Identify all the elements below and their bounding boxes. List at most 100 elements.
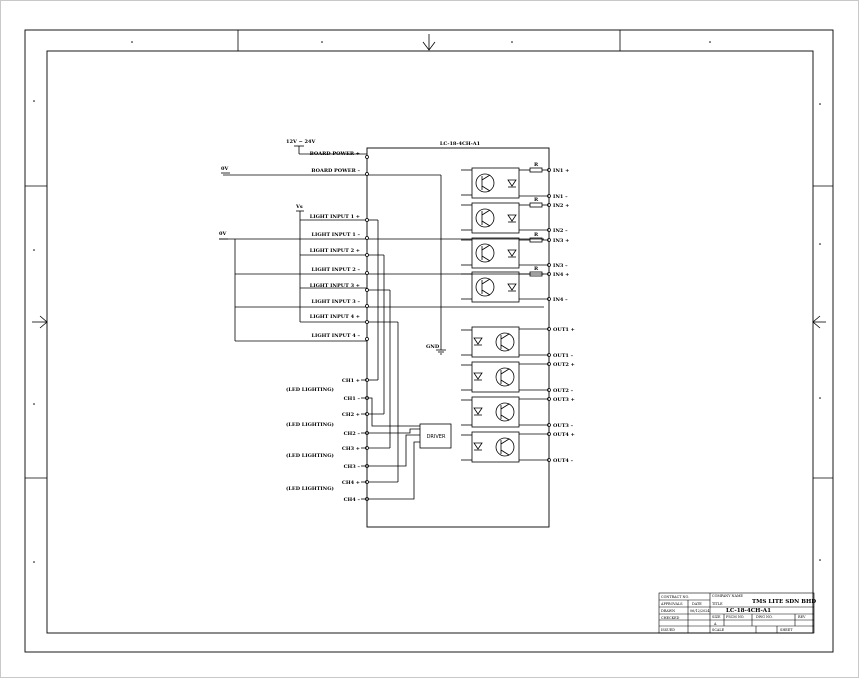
pin-in1-neg: IN1 – xyxy=(553,194,568,200)
resistor-label-2: R xyxy=(534,197,539,203)
pin-light-input-1-neg: LIGHT INPUT 1 – xyxy=(311,232,360,238)
output-led-4 xyxy=(473,442,483,451)
input-led-3 xyxy=(507,249,517,258)
resistor-label-3: R xyxy=(534,232,539,238)
output-transistor-2 xyxy=(495,367,515,387)
pin-ch2-pos: CH2 + xyxy=(342,412,360,418)
tb-contract-no: CONTRACT NO. xyxy=(661,595,689,599)
pin-light-input-4-neg: LIGHT INPUT 4 – xyxy=(311,333,360,339)
pin-board-power-neg: BOARD POWER – xyxy=(311,168,360,174)
ground-label-board: 0V xyxy=(221,166,228,172)
output-transistor-4 xyxy=(495,437,515,457)
led-lighting-label-3: (LED LIGHTING) xyxy=(286,452,334,459)
pin-markers xyxy=(365,155,551,501)
tb-company-name: COMPANY NAME xyxy=(712,594,743,598)
tb-drawing-title: LC-18-4CH-A1 xyxy=(726,608,771,614)
pin-light-input-2-neg: LIGHT INPUT 2 – xyxy=(311,267,360,273)
resistor-label-4: R xyxy=(534,266,539,272)
centering-arrow-top xyxy=(422,34,436,51)
tb-fscm-no: FSCM NO. xyxy=(726,615,744,619)
pin-ch1-neg: CH1 – xyxy=(344,396,361,402)
tb-scale: SCALE xyxy=(712,628,725,632)
led-lighting-label-4: (LED LIGHTING) xyxy=(286,485,334,492)
pin-board-power-pos: BOARD POWER + xyxy=(310,151,360,157)
input-led-4 xyxy=(507,283,517,292)
supply-voltage-label: 12V ~ 24V xyxy=(286,139,315,145)
pin-in2-pos: IN2 + xyxy=(553,203,569,209)
pin-out4-pos: OUT4 + xyxy=(553,432,575,438)
output-led-2 xyxy=(473,372,483,381)
pin-light-input-4-pos: LIGHT INPUT 4 + xyxy=(310,314,360,320)
ground-label-inputs: 0V xyxy=(219,231,226,237)
pin-out1-neg: OUT1 – xyxy=(553,353,574,359)
pin-light-input-1-pos: LIGHT INPUT 1 + xyxy=(310,214,360,220)
module-title: LC-18-4CH-A1 xyxy=(440,141,480,147)
input-supply-label: Vs xyxy=(295,204,303,210)
pin-ch2-neg: CH2 – xyxy=(344,431,361,437)
pin-light-input-2-pos: LIGHT INPUT 2 + xyxy=(310,248,360,254)
pin-in4-neg: IN4 – xyxy=(553,297,568,303)
pin-out3-pos: OUT3 + xyxy=(553,397,575,403)
tb-size-value: A xyxy=(713,622,717,626)
centering-arrow-left xyxy=(32,315,48,329)
pin-out1-pos: OUT1 + xyxy=(553,327,575,333)
tb-company: TMS LITE SDN BHD xyxy=(752,599,816,605)
light-input-wiring xyxy=(235,219,544,483)
left-pin-labels: BOARD POWER + BOARD POWER – LIGHT INPUT … xyxy=(310,151,361,339)
tb-dwg-no: DWG NO. xyxy=(756,615,773,619)
resistor-labels: R R R R xyxy=(534,162,539,272)
output-pin-labels: OUT1 + OUT1 – OUT2 + OUT2 – OUT3 + OUT3 … xyxy=(553,327,575,464)
led-channel-leads xyxy=(361,379,367,500)
centering-arrow-right xyxy=(812,315,826,329)
input-pin-labels: IN1 + IN1 – IN2 + IN2 – IN3 + IN3 – IN4 … xyxy=(553,168,569,303)
output-optocouplers xyxy=(461,326,549,463)
pin-out3-neg: OUT3 – xyxy=(553,423,574,429)
output-led-3 xyxy=(473,407,483,416)
tb-issued: ISSUED xyxy=(661,628,675,632)
driver-label: DRIVER xyxy=(427,434,446,440)
pin-ch1-pos: CH1 + xyxy=(342,378,360,384)
led-lighting-label-2: (LED LIGHTING) xyxy=(286,421,334,428)
phototransistor-1 xyxy=(475,173,495,193)
pin-ch3-neg: CH3 – xyxy=(344,464,361,470)
input-optocouplers xyxy=(461,167,549,303)
title-block xyxy=(658,592,815,634)
output-transistor-1 xyxy=(495,332,515,352)
pin-ch4-pos: CH4 + xyxy=(342,480,360,486)
pin-in3-neg: IN3 – xyxy=(553,263,568,269)
pin-in4-pos: IN4 + xyxy=(553,272,569,278)
input-led-2 xyxy=(507,214,517,223)
pin-out4-neg: OUT4 – xyxy=(553,458,574,464)
phototransistor-3 xyxy=(475,243,495,263)
phototransistor-4 xyxy=(475,277,495,297)
output-led-1 xyxy=(473,337,483,346)
tb-approvals: APPROVALS xyxy=(660,602,683,606)
tb-sheet: SHEET xyxy=(780,628,793,632)
driver-block: DRIVER xyxy=(367,397,452,500)
pin-out2-neg: OUT2 – xyxy=(553,388,574,394)
pin-ch3-pos: CH3 + xyxy=(342,446,360,452)
tb-drawn: DRAWN xyxy=(661,609,675,613)
module-body: LC-18-4CH-A1 xyxy=(366,141,550,528)
pin-out2-pos: OUT2 + xyxy=(553,362,575,368)
gnd-label: GND xyxy=(426,344,440,350)
pin-in1-pos: IN1 + xyxy=(553,168,569,174)
phototransistor-2 xyxy=(475,208,495,228)
power-supply: 12V ~ 24V 0V GND Vs 0V xyxy=(219,139,544,355)
title-block-text: CONTRACT NO. COMPANY NAME TMS LITE SDN B… xyxy=(660,594,816,632)
tb-date-label: DATE xyxy=(692,602,702,606)
output-transistor-3 xyxy=(495,402,515,422)
led-channel-labels: CH1 + CH1 – CH2 + CH2 – CH3 + CH3 – CH4 … xyxy=(286,378,360,503)
tb-checked: CHECKED xyxy=(661,616,680,620)
resistor-label-1: R xyxy=(534,162,539,168)
input-led-1 xyxy=(507,179,517,188)
tb-size: SIZE xyxy=(712,615,721,619)
tb-title: TITLE xyxy=(712,602,723,606)
tb-rev: REV xyxy=(798,615,806,619)
pin-light-input-3-pos: LIGHT INPUT 3 + xyxy=(310,283,360,289)
pin-ch4-neg: CH4 – xyxy=(344,497,361,503)
input-resistors xyxy=(529,167,549,277)
ground-symbol xyxy=(436,349,446,355)
